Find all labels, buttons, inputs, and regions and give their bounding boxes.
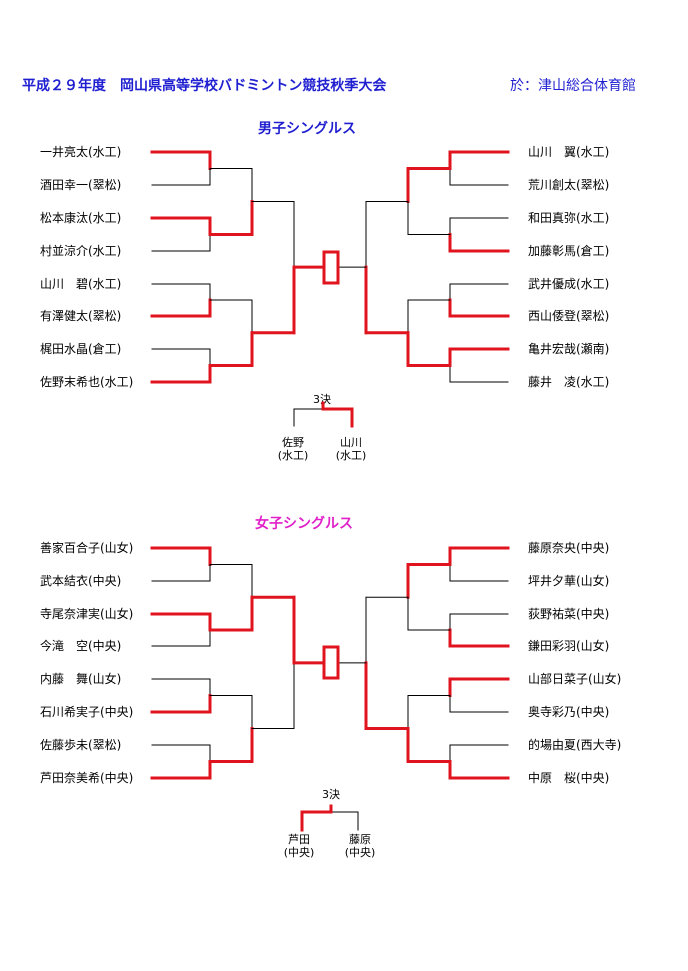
men-third-p2-school: (水工) — [335, 449, 367, 462]
men-singles-title: 男子シングルス — [258, 121, 356, 137]
women-right-player-7: 的場由夏(西大寺) — [528, 738, 622, 752]
women-third-p1-name: 芦田 — [288, 833, 310, 846]
men-left-player-5: 山川 碧(水工) — [40, 277, 122, 291]
women-third-p2-school: (中央) — [344, 846, 376, 859]
final-box — [322, 645, 340, 680]
men-third-p1-school: (水工) — [277, 449, 309, 462]
men-left-player-2: 酒田幸一(翠松) — [40, 178, 122, 192]
venue-label: 於：津山総合体育館 — [510, 78, 636, 94]
women-left-player-5: 内藤 舞(山女) — [40, 672, 122, 686]
men-right-player-1: 山川 翼(水工) — [528, 145, 610, 159]
women-right-player-6: 奥寺彩乃(中央) — [528, 705, 610, 719]
page-title: 平成２９年度 岡山県高等学校バドミントン競技秋季大会 — [22, 78, 387, 94]
men-right-player-8: 藤井 凌(水工) — [528, 375, 610, 389]
men-left-player-3: 松本康汰(水工) — [40, 211, 122, 225]
men-third-p1-name: 佐野 — [282, 436, 304, 449]
men-left-player-4: 村並涼介(水工) — [40, 244, 122, 258]
women-singles-title: 女子シングルス — [255, 516, 353, 532]
men-third-place-player-2: 山川 (水工) — [333, 436, 369, 462]
men-left-player-6: 有澤健太(翠松) — [40, 309, 122, 323]
women-left-player-1: 善家百合子(山女) — [40, 541, 134, 555]
women-left-player-4: 今滝 空(中央) — [40, 639, 122, 653]
men-right-player-6: 西山倭登(翠松) — [528, 309, 610, 323]
men-right-player-4: 加藤彰馬(倉工) — [528, 244, 610, 258]
men-third-place-player-1: 佐野 (水工) — [276, 436, 310, 462]
women-left-player-7: 佐藤歩未(翠松) — [40, 738, 122, 752]
women-left-player-8: 芦田奈美希(中央) — [40, 771, 134, 785]
men-left-player-7: 梶田水晶(倉工) — [40, 342, 122, 356]
women-left-player-2: 武本結衣(中央) — [40, 574, 122, 588]
women-third-place-label: 3決 — [322, 788, 340, 801]
women-right-player-1: 藤原奈央(中央) — [528, 541, 610, 555]
women-right-player-4: 鎌田彩羽(山女) — [528, 639, 610, 653]
women-right-player-2: 坪井夕華(山女) — [528, 574, 610, 588]
women-right-player-3: 荻野祐菜(中央) — [528, 607, 610, 621]
final-box — [322, 250, 340, 285]
women-left-player-3: 寺尾奈津実(山女) — [40, 607, 134, 621]
men-right-player-5: 武井優成(水工) — [528, 277, 610, 291]
men-right-player-2: 荒川創太(翠松) — [528, 178, 610, 192]
women-left-player-6: 石川希実子(中央) — [40, 705, 134, 719]
women-third-p1-school: (中央) — [283, 846, 315, 859]
women-third-p2-name: 藤原 — [349, 833, 371, 846]
women-right-player-8: 中原 桜(中央) — [528, 771, 610, 785]
men-third-place-label: 3決 — [313, 393, 331, 406]
women-third-place-player-1: 芦田 (中央) — [281, 833, 317, 859]
men-left-player-8: 佐野末希也(水工) — [40, 375, 134, 389]
men-right-player-7: 亀井宏哉(瀬南) — [528, 342, 610, 356]
men-right-player-3: 和田真弥(水工) — [528, 211, 610, 225]
women-third-place-player-2: 藤原 (中央) — [342, 833, 378, 859]
men-third-p2-name: 山川 — [340, 436, 362, 449]
women-right-player-5: 山部日菜子(山女) — [528, 672, 622, 686]
men-left-player-1: 一井亮太(水工) — [40, 145, 122, 159]
